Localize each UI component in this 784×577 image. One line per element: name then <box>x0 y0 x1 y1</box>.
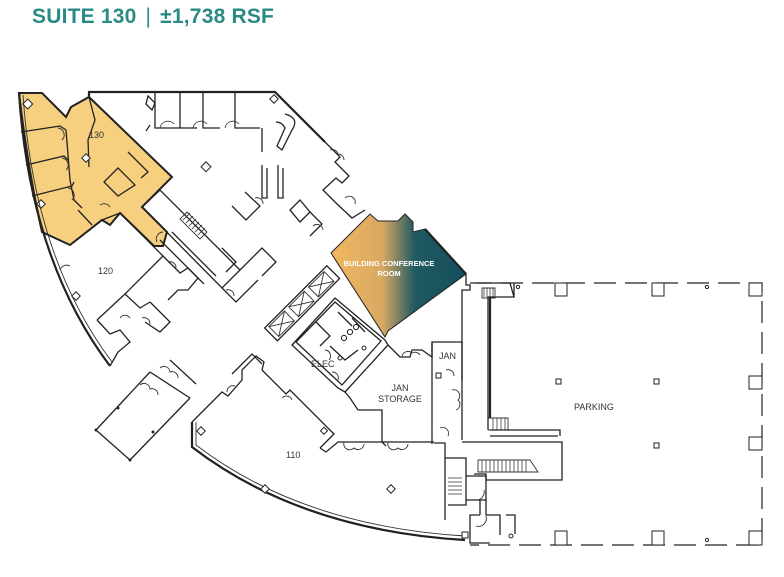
stair-core <box>141 189 241 289</box>
restroom-core: ELEC <box>291 297 389 393</box>
suite-number: SUITE 130 <box>32 5 137 28</box>
parking-label: PARKING <box>574 402 614 412</box>
conference-label-line1: BUILDING CONFERENCE <box>344 259 435 268</box>
building-conference-room[interactable]: BUILDING CONFERENCE ROOM <box>330 213 467 339</box>
jan-rooms: JAN JAN STORAGE <box>344 341 463 451</box>
room-110[interactable]: 110 <box>190 355 466 542</box>
suite-130[interactable]: 130 <box>17 92 174 247</box>
outer-curved-wall <box>17 92 111 367</box>
jan-storage-label-line1: JAN <box>391 383 408 393</box>
room-130-label: 130 <box>89 130 104 140</box>
west-vestibule <box>94 359 197 462</box>
jan-storage-label-line2: STORAGE <box>378 394 422 404</box>
jan-label: JAN <box>439 351 456 361</box>
room-120[interactable]: 120 <box>59 212 199 367</box>
elec-label: ELEC <box>311 359 335 369</box>
conference-label-line2: ROOM <box>377 269 400 278</box>
elevator-bank <box>263 264 341 342</box>
title-separator: | <box>145 5 152 28</box>
suite-area: ±1,738 RSF <box>160 5 275 28</box>
lobby-walls <box>221 247 277 375</box>
ne-corridor <box>231 141 366 237</box>
parking-area[interactable]: PARKING <box>470 282 763 546</box>
east-stairs <box>445 274 563 544</box>
suite-title: SUITE 130 | ±1,738 RSF <box>32 5 274 29</box>
north-offices <box>87 90 326 199</box>
room-110-label: 110 <box>286 450 300 460</box>
room-120-label: 120 <box>98 266 113 276</box>
